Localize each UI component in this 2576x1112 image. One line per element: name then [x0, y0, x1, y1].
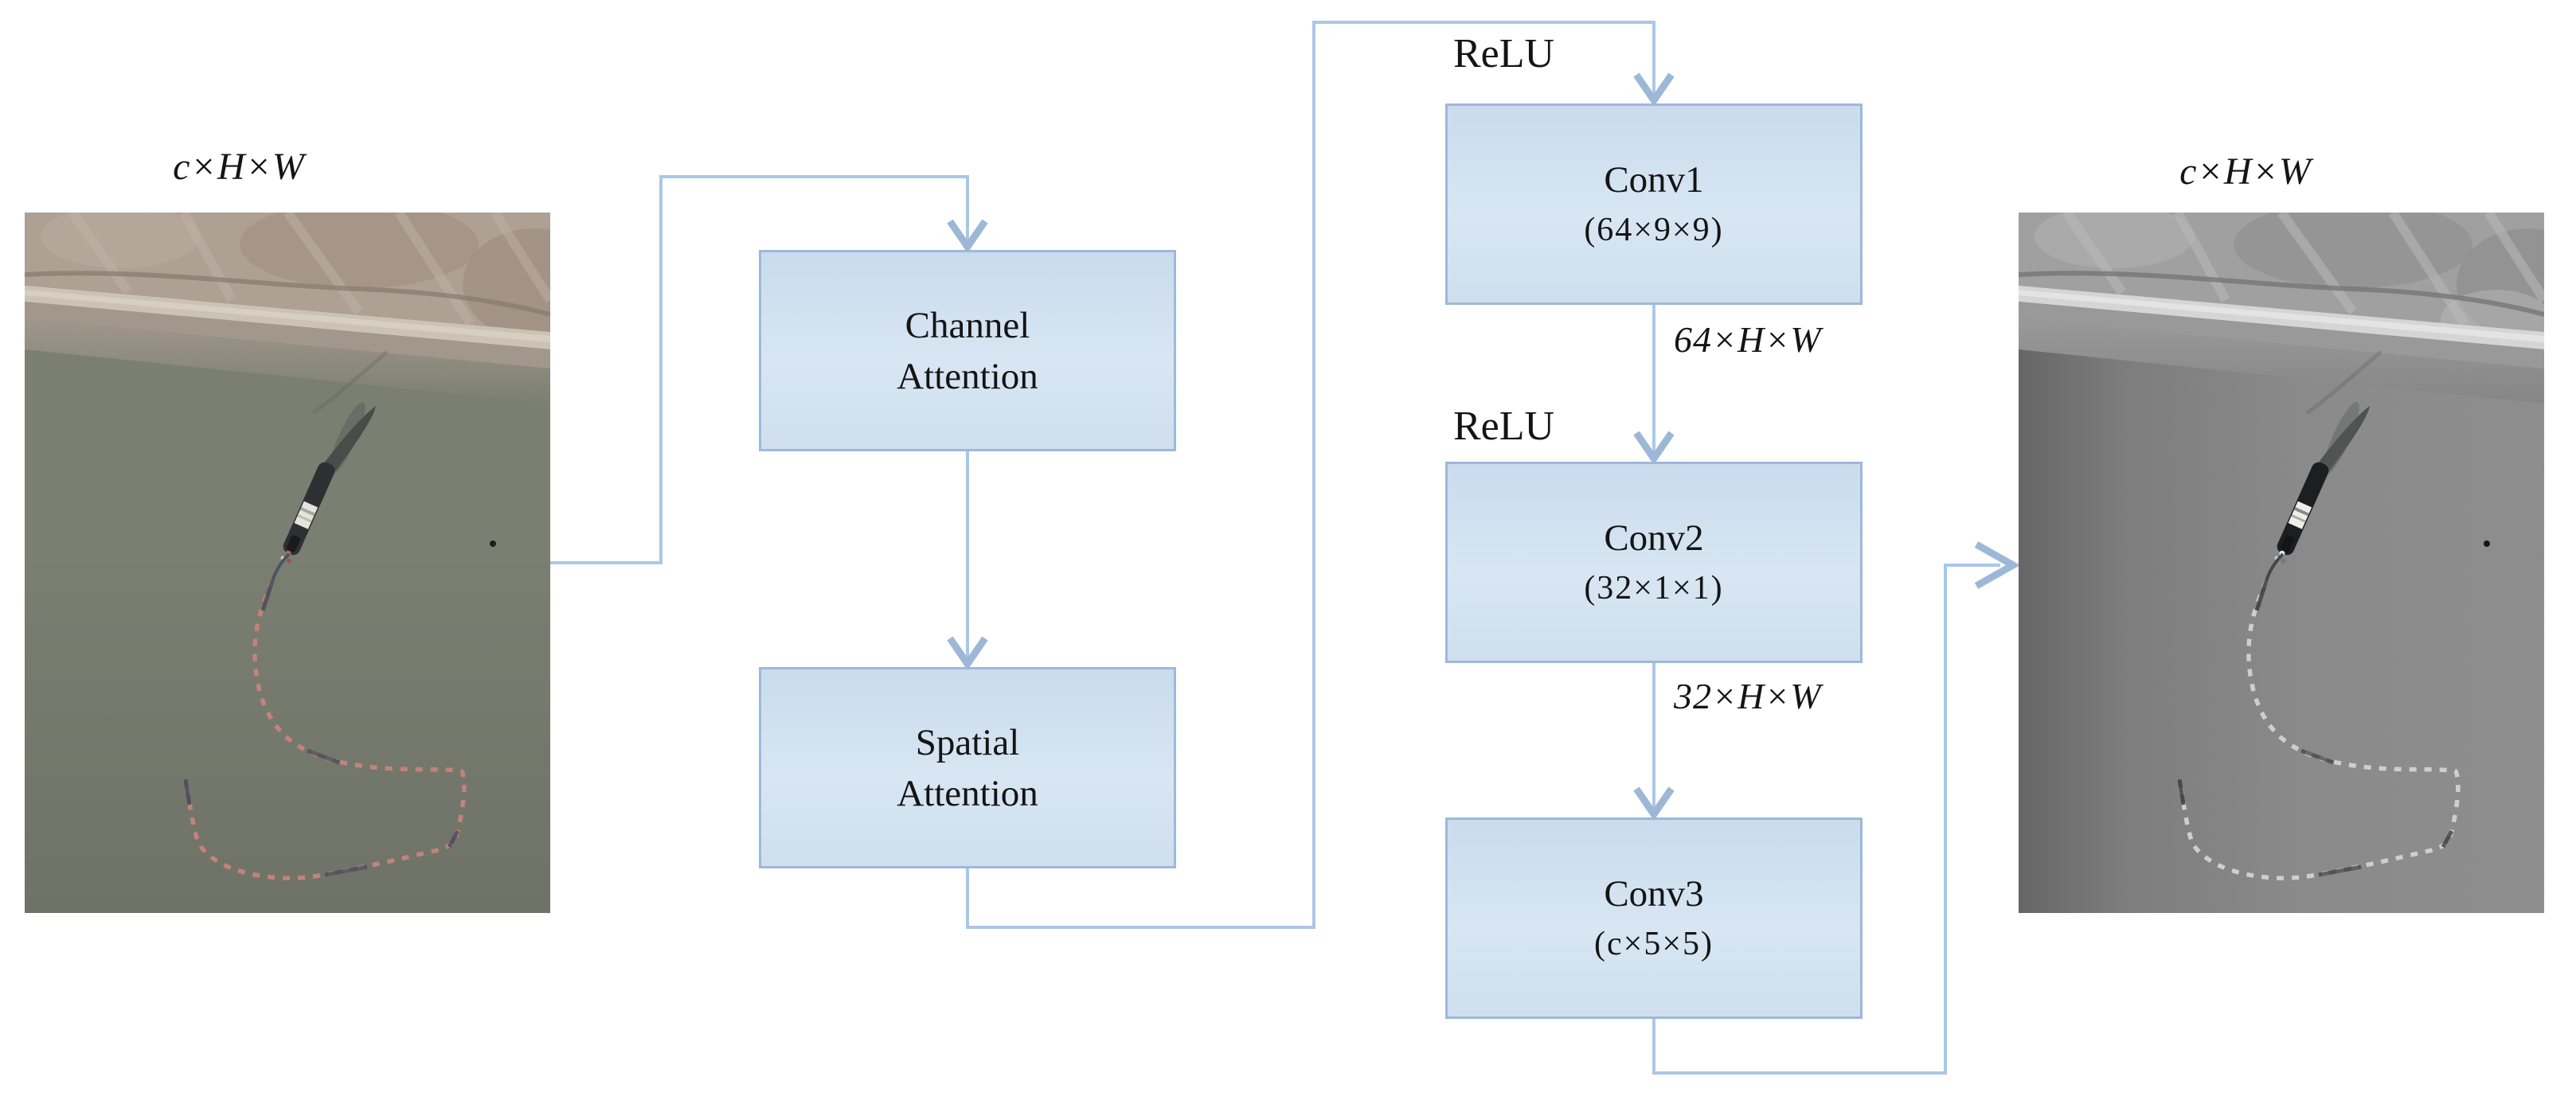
arrow-down-conv3-icon — [1633, 786, 1675, 821]
channel-attention-block: Channel Attention — [759, 250, 1176, 451]
block-label-line1: Channel — [905, 304, 1030, 346]
arrow-down-conv2-icon — [1633, 431, 1675, 465]
arrow-down-channel-icon — [947, 219, 988, 253]
edge-spatial-to-conv1 — [966, 21, 1655, 929]
spatial-attention-block: Spatial Attention — [759, 667, 1176, 868]
output-image — [2019, 213, 2544, 913]
block-title: Conv2 — [1604, 517, 1704, 559]
arrow-right-output-icon — [1974, 541, 2021, 589]
relu-label-conv1: ReLU — [1453, 31, 1555, 76]
conv2-block: Conv2 (32×1×1) — [1445, 462, 1863, 663]
output-size-label: c×H×W — [2179, 150, 2312, 193]
input-size-label: c×H×W — [173, 146, 305, 188]
photo-grain — [25, 213, 550, 913]
photo-grain — [2019, 213, 2544, 913]
arrow-down-spatial-icon — [947, 636, 988, 670]
aerial-photo-color — [25, 213, 550, 913]
block-kernel: (64×9×9) — [1584, 211, 1724, 248]
aerial-photo-grayscale — [2019, 213, 2544, 913]
block-kernel: (c×5×5) — [1594, 925, 1714, 962]
block-label-line1: Spatial — [915, 721, 1020, 763]
edge-input-to-channel — [550, 175, 969, 564]
conv1-output-size-label: 64×H×W — [1674, 319, 1822, 360]
block-label-line2: Attention — [897, 772, 1038, 814]
block-title: Conv1 — [1604, 158, 1704, 201]
arrow-down-conv1-icon — [1633, 72, 1675, 107]
conv3-block: Conv3 (c×5×5) — [1445, 817, 1863, 1019]
input-image — [25, 213, 550, 913]
conv2-output-size-label: 32×H×W — [1674, 676, 1822, 716]
block-title: Conv3 — [1604, 872, 1704, 915]
relu-label-conv2: ReLU — [1453, 404, 1555, 449]
edge-conv3-to-output — [1652, 564, 2000, 1075]
conv1-block: Conv1 (64×9×9) — [1445, 103, 1863, 305]
block-kernel: (32×1×1) — [1584, 569, 1724, 607]
block-label-line2: Attention — [897, 355, 1038, 397]
